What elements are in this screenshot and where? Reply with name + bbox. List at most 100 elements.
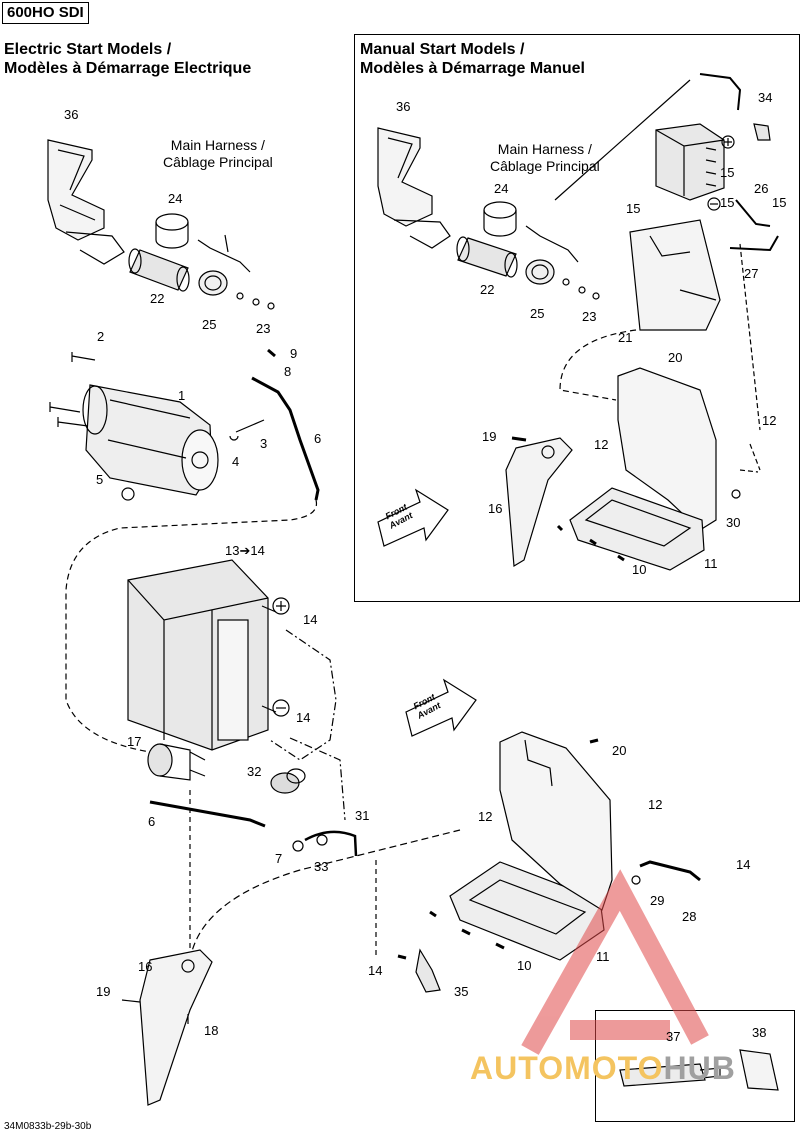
callout-38: 38 xyxy=(752,1025,767,1040)
callout-12-manual-left: 12 xyxy=(594,437,609,452)
callout-34: 34 xyxy=(758,90,773,105)
holder-25-manual xyxy=(525,259,555,285)
harness-pointer-line xyxy=(554,79,691,201)
battery-13 xyxy=(127,559,277,751)
callout-25-manual: 25 xyxy=(530,306,545,321)
manual-start-heading: Manual Start Models / Modèles à Démarrag… xyxy=(360,40,585,78)
screws-18-19-lower xyxy=(121,999,189,1024)
callout-26: 26 xyxy=(754,181,769,196)
battery-shield-20-manual xyxy=(617,367,717,531)
callout-12-right: 12 xyxy=(648,797,663,812)
callout-2: 2 xyxy=(97,329,105,344)
route-line-1 xyxy=(65,499,318,753)
callout-4: 4 xyxy=(232,454,240,469)
callout-1: 1 xyxy=(178,388,186,403)
cable-6-upper xyxy=(251,348,320,501)
callout-14-right: 14 xyxy=(736,857,751,872)
washer-5 xyxy=(121,487,135,501)
front-arrow-manual xyxy=(377,488,449,547)
cable-28 xyxy=(639,860,701,882)
callout-16-manual: 16 xyxy=(488,501,503,516)
callout-22-electric: 22 xyxy=(150,291,165,306)
watermark-text: AUTOMOTOHUB xyxy=(470,1050,736,1086)
callout-35: 35 xyxy=(454,984,469,999)
callout-16-lower: 16 xyxy=(138,959,153,974)
minus-terminal-symbol xyxy=(272,699,290,717)
callout-21: 21 xyxy=(618,330,633,345)
callout-12-left: 12 xyxy=(478,809,493,824)
repair-kit-38 xyxy=(739,1049,779,1091)
callout-14-plus: 14 xyxy=(303,612,318,627)
route-line-manual-2 xyxy=(739,243,761,473)
boot-35 xyxy=(415,948,441,993)
insulator-21 xyxy=(629,219,721,331)
washer-30 xyxy=(731,489,741,499)
capacitor-22-manual xyxy=(456,236,518,278)
callout-27: 27 xyxy=(744,266,759,281)
washer-29 xyxy=(631,875,641,885)
manual-title-fr: Modèles à Démarrage Manuel xyxy=(360,60,585,77)
route-line-3 xyxy=(189,790,377,960)
cable-31 xyxy=(304,830,358,857)
cap-32 xyxy=(270,768,306,794)
callout-19-manual: 19 xyxy=(482,429,497,444)
watermark-logo xyxy=(521,869,709,1055)
sleeve-24-electric xyxy=(155,213,189,249)
battery-15-manual xyxy=(655,123,725,201)
callout-10-manual: 10 xyxy=(632,562,647,577)
holder-25-electric xyxy=(198,270,228,296)
bolt-3-washer-4 xyxy=(229,419,265,441)
callout-36-manual: 36 xyxy=(396,99,411,114)
connector-lead xyxy=(699,73,742,111)
callout-12-manual-right: 12 xyxy=(762,413,777,428)
screws-23-electric xyxy=(236,292,275,310)
plus-terminal-symbol xyxy=(272,597,290,615)
adhesive-tube-37 xyxy=(619,1063,721,1087)
starter-1 xyxy=(82,384,219,496)
callout-33: 33 xyxy=(314,859,329,874)
callout-20-manual: 20 xyxy=(668,350,683,365)
route-line-manual xyxy=(559,329,637,401)
main-harness-label-electric: Main Harness / Câblage Principal xyxy=(163,137,273,170)
callout-13-14: 13➔14 xyxy=(225,543,265,558)
callout-30: 30 xyxy=(726,515,741,530)
callout-31: 31 xyxy=(355,808,370,823)
cable-27 xyxy=(729,199,779,252)
callout-14-minus: 14 xyxy=(296,710,311,725)
harness-wire-electric xyxy=(197,234,251,273)
electric-title-fr: Modèles à Démarrage Electrique xyxy=(4,60,252,77)
callout-36-electric: 36 xyxy=(64,107,79,122)
harness-wire-manual xyxy=(525,225,579,263)
capacitor-22-electric xyxy=(128,248,190,292)
electric-start-heading: Electric Start Models / Modèles à Démarr… xyxy=(4,40,251,78)
callout-29: 29 xyxy=(650,893,665,908)
solenoid-17 xyxy=(147,743,206,781)
model-tag: 600HO SDI xyxy=(2,2,89,24)
callout-32: 32 xyxy=(247,764,262,779)
bracket-36-manual xyxy=(377,127,451,249)
grommets-10-lower xyxy=(429,910,505,950)
callout-10-lower: 10 xyxy=(517,958,532,973)
grommets-10-manual xyxy=(556,524,625,562)
callout-25-electric: 25 xyxy=(202,317,217,332)
bracket-36-electric xyxy=(47,139,125,265)
bolts-2 xyxy=(49,352,96,427)
manual-title-en: Manual Start Models / xyxy=(360,41,525,58)
callout-15-b: 15 xyxy=(720,195,735,210)
bracket-16-lower xyxy=(139,949,213,1106)
cap-34 xyxy=(753,123,771,141)
callout-24-electric: 24 xyxy=(168,191,183,206)
callout-6-upper: 6 xyxy=(314,431,322,446)
callout-14-boot: 14 xyxy=(368,963,383,978)
callout-5: 5 xyxy=(96,472,104,487)
nut-33 xyxy=(316,834,328,846)
minus-symbol-manual xyxy=(707,197,721,211)
route-line-2 xyxy=(269,629,346,821)
callout-15-c: 15 xyxy=(772,195,787,210)
sleeve-24-manual xyxy=(483,201,517,237)
callout-15-a: 15 xyxy=(720,165,735,180)
callout-11-lower: 11 xyxy=(596,949,610,964)
plus-symbol-manual xyxy=(721,135,735,149)
callout-7: 7 xyxy=(275,851,283,866)
callout-22-manual: 22 xyxy=(480,282,495,297)
